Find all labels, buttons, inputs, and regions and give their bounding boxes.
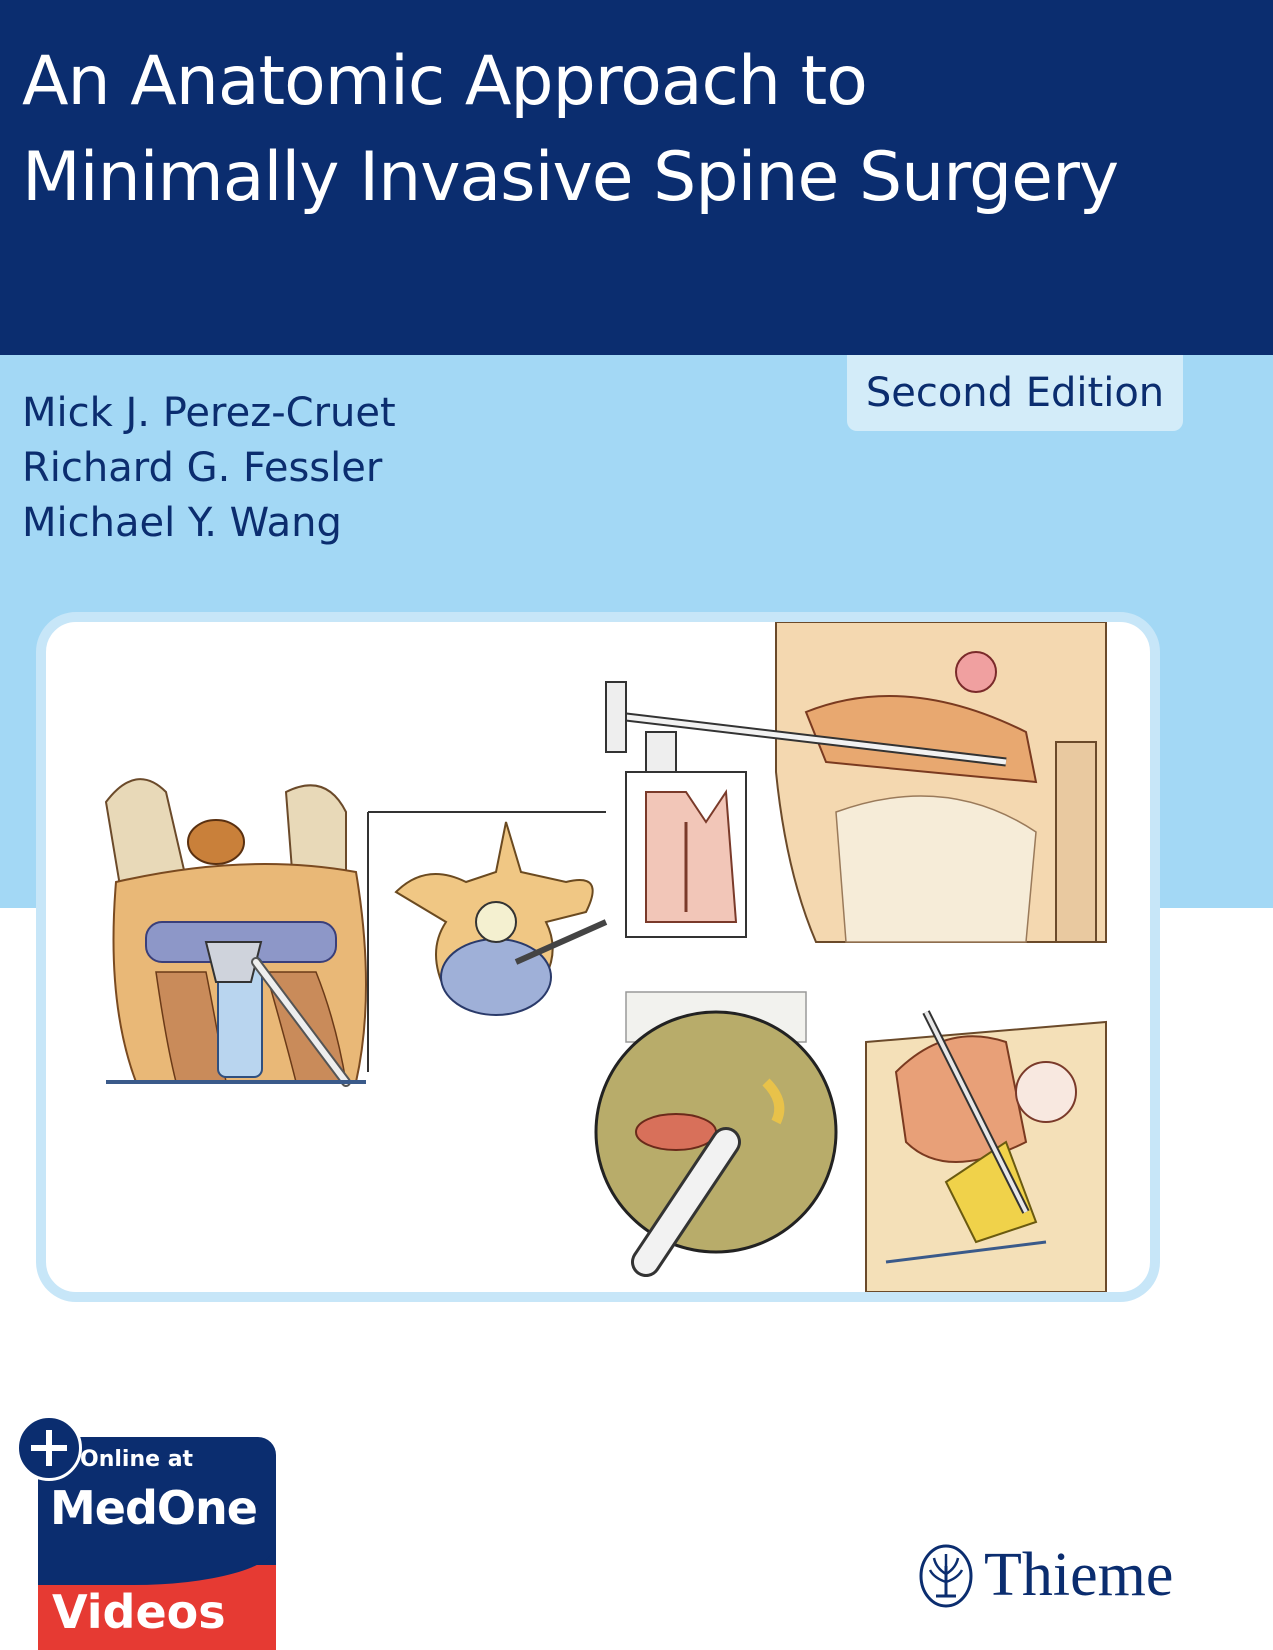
author-name: Richard G. Fessler: [22, 445, 383, 491]
tree-seal-icon: [919, 1544, 973, 1608]
cover-illustration-frame: [36, 612, 1160, 1302]
vertebra-axial-drawing: [367, 811, 608, 1072]
posterior-spine-drawing: [104, 778, 367, 1087]
cover-illustration: [104, 622, 1107, 1292]
cervical-section-drawing: [865, 1010, 1107, 1292]
author-name: Michael Y. Wang: [22, 500, 342, 546]
endoscopic-view-drawing: [594, 991, 838, 1277]
badge-brand-text: MedOne: [50, 1481, 258, 1535]
edition-tab: Second Edition: [847, 355, 1183, 431]
badge-red-panel: [38, 1545, 276, 1650]
badge-videos-text: Videos: [52, 1585, 226, 1639]
badge-online-text: Online at: [80, 1447, 194, 1472]
medone-video-badge[interactable]: Online at MedOne Videos: [16, 1415, 276, 1650]
publisher-name: Thieme: [984, 1541, 1174, 1609]
title-band: [0, 0, 1273, 355]
book-title: An Anatomic Approach to Minimally Invasi…: [22, 34, 1119, 226]
author-list: Mick J. Perez-Cruet Richard G. Fessler M…: [22, 386, 396, 551]
plus-icon: [16, 1415, 82, 1481]
transnasal-sagittal-drawing: [605, 622, 1107, 943]
author-name: Mick J. Perez-Cruet: [22, 390, 396, 436]
book-title-line2: Minimally Invasive Spine Surgery: [22, 138, 1119, 217]
book-title-line1: An Anatomic Approach to: [22, 42, 868, 121]
